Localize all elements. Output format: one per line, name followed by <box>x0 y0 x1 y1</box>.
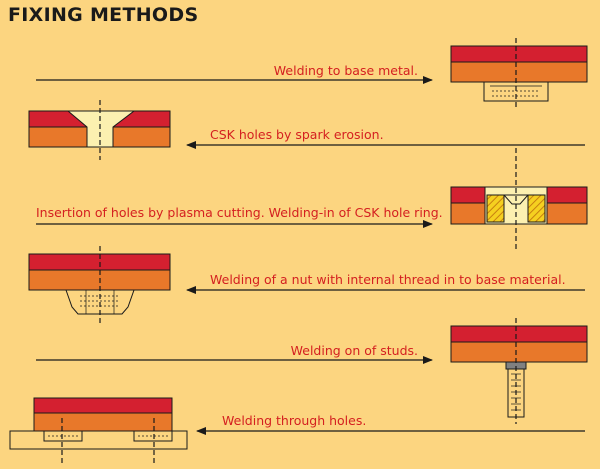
csk-ring-right <box>527 194 546 223</box>
csk-ring-left <box>486 194 505 223</box>
method-welding-of-nut: Welding of a nut with internal thread in… <box>28 246 585 325</box>
method-label: CSK holes by spark erosion. <box>210 127 384 142</box>
method-label: Welding of a nut with internal thread in… <box>210 272 566 287</box>
method-welding-through-holes: Welding through holes. <box>9 397 585 466</box>
plate-welded-stud-bolt <box>450 318 588 424</box>
wear-layer <box>450 45 588 63</box>
plate-csk-ring <box>450 148 588 250</box>
plug-weld-right <box>133 430 173 442</box>
method-welding-to-base-metal: Welding to base metal. <box>36 38 588 108</box>
plate-welded-nut <box>28 246 171 325</box>
method-label: Welding to base metal. <box>274 63 418 78</box>
method-label: Welding on of studs. <box>291 343 418 358</box>
method-csk-holes-spark-erosion: CSK holes by spark erosion. <box>28 100 585 160</box>
base-plate <box>450 61 588 83</box>
method-plasma-cutting-csk-ring: Insertion of holes by plasma cutting. We… <box>36 148 588 250</box>
method-welding-on-studs: Welding on of studs. <box>36 318 588 424</box>
plate-welded-stud <box>450 38 588 108</box>
method-label: Welding through holes. <box>222 413 366 428</box>
plug-weld-left <box>43 430 83 442</box>
page-title: FIXING METHODS <box>8 4 199 26</box>
base-plate <box>33 412 173 432</box>
plate-through-hole-weld <box>9 397 188 466</box>
wear-layer <box>450 325 588 343</box>
base-plate <box>450 341 588 363</box>
method-label: Insertion of holes by plasma cutting. We… <box>36 205 443 220</box>
plate-csk-hole <box>28 100 171 160</box>
wear-layer <box>33 397 173 414</box>
countersunk-hole <box>66 110 136 148</box>
